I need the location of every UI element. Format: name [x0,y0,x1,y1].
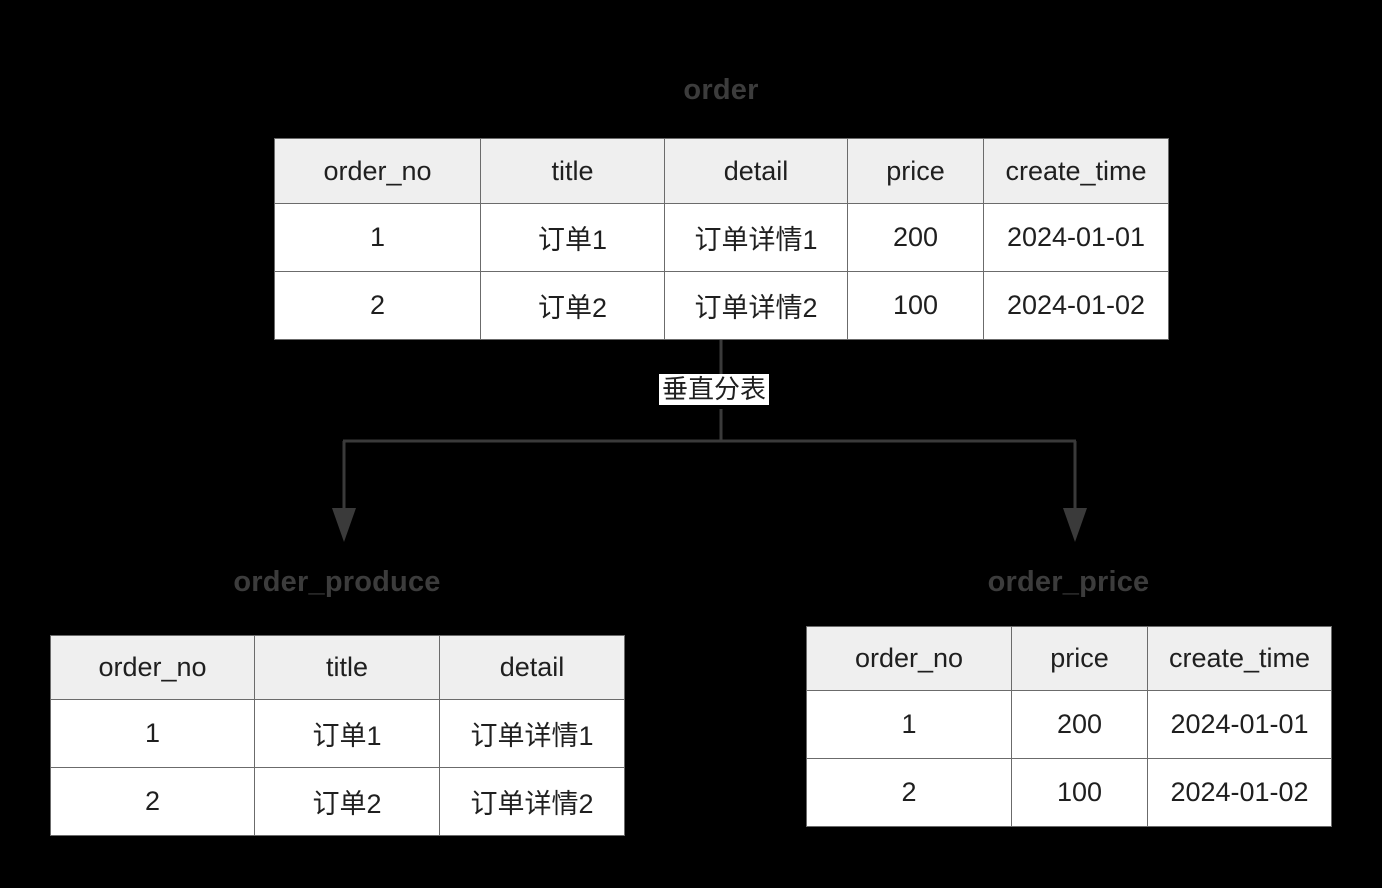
column-header: title [254,635,440,700]
table-cell: 2 [50,767,255,836]
table-cell: 订单2 [254,767,440,836]
table-cell: 200 [847,203,984,272]
arrowhead-right-icon [1063,508,1087,542]
table-cell: 2024-01-02 [1147,758,1332,827]
column-header: order_no [50,635,255,700]
table-cell: 2 [274,271,481,340]
table-cell: 1 [274,203,481,272]
table-header-row: order_no title detail [50,635,625,700]
column-header: create_time [1147,626,1332,691]
table-cell: 1 [806,690,1012,759]
column-header: create_time [983,138,1169,204]
table-cell: 100 [847,271,984,340]
column-header: price [1011,626,1148,691]
table-cell: 2024-01-02 [983,271,1169,340]
column-header: detail [664,138,848,204]
table-row: 2 100 2024-01-02 [806,758,1332,827]
column-header: order_no [274,138,481,204]
target-table-2: order_no price create_time 1 200 2024-01… [806,626,1332,827]
table-row: 2 订单2 订单详情2 100 2024-01-02 [274,271,1169,340]
table-row: 2 订单2 订单详情2 [50,767,625,836]
edge-label-vertical-partition: 垂直分表 [659,374,770,406]
table-cell: 订单详情1 [439,699,625,768]
table-cell: 订单1 [480,203,665,272]
table-row: 1 订单1 订单详情1 200 2024-01-01 [274,203,1169,272]
table-cell: 订单详情2 [664,271,848,340]
column-header: detail [439,635,625,700]
table-cell: 订单1 [254,699,440,768]
table-cell: 订单详情1 [664,203,848,272]
column-header: title [480,138,665,204]
table-cell: 2024-01-01 [1147,690,1332,759]
source-table-title: order [683,74,759,106]
target-table-1-title: order_produce [233,566,441,598]
table-row: 1 订单1 订单详情1 [50,699,625,768]
source-table: order_no title detail price create_time … [274,138,1169,340]
table-cell: 订单2 [480,271,665,340]
table-cell: 200 [1011,690,1148,759]
column-header: order_no [806,626,1012,691]
table-cell: 2024-01-01 [983,203,1169,272]
table-cell: 订单详情2 [439,767,625,836]
table-header-row: order_no price create_time [806,626,1332,691]
target-table-2-title: order_price [987,566,1150,598]
table-cell: 2 [806,758,1012,827]
table-cell: 100 [1011,758,1148,827]
table-header-row: order_no title detail price create_time [274,138,1169,204]
column-header: price [847,138,984,204]
target-table-1: order_no title detail 1 订单1 订单详情1 2 订单2 … [50,635,625,836]
arrowhead-left-icon [332,508,356,542]
table-row: 1 200 2024-01-01 [806,690,1332,759]
table-cell: 1 [50,699,255,768]
